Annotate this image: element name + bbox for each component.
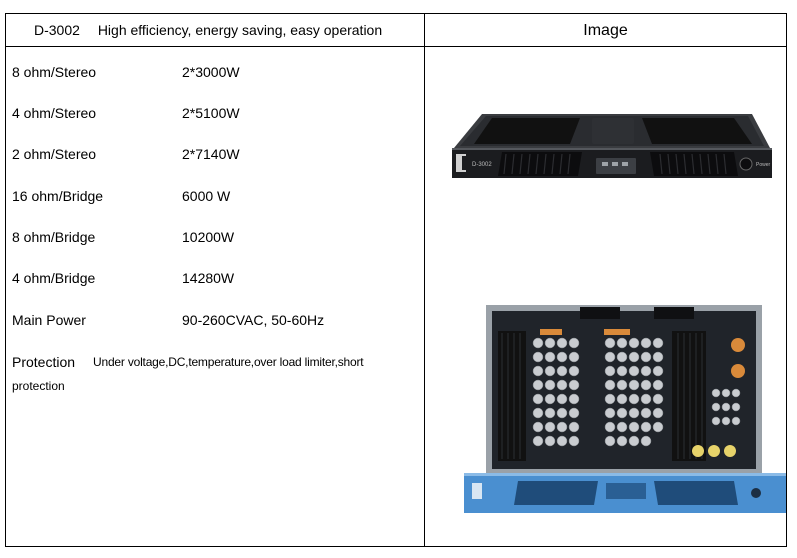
spec-value: 2*5100W [182,105,240,121]
spec-value: 14280W [182,270,235,286]
table-header-row: D-3002 High efficiency, energy saving, e… [6,14,786,47]
header-title: D-3002 High efficiency, energy saving, e… [34,22,382,38]
amplifier-front-image: D-3002 Power [452,114,772,178]
front-power-text: Power [756,162,771,168]
column-divider [424,14,425,546]
tagline: High efficiency, energy saving, easy ope… [97,22,383,38]
spec-label: 8 ohm/Bridge [12,229,96,245]
image-column-heading: Image [583,22,628,39]
spec-value: 10200W [182,229,235,245]
spec-label: 2 ohm/Stereo [12,146,97,162]
model-number: D-3002 [34,22,80,38]
spec-value: 90-260CVAC, 50-60Hz [182,312,325,328]
protection-text: Under voltage,DC,temperature,over load l… [93,355,364,369]
spec-label: 16 ohm/Bridge [12,188,104,204]
spec-value: 2*7140W [182,146,240,162]
spec-label: Main Power [12,312,86,328]
spec-value: 2*3000W [182,64,240,80]
spec-label: 4 ohm/Bridge [12,270,96,286]
protection-label: Protection [12,354,76,370]
spec-label: 8 ohm/Stereo [12,64,97,80]
spec-label: 4 ohm/Stereo [12,105,97,121]
amplifier-internal-image [464,305,786,513]
spec-value: 6000 W [182,188,231,204]
protection-text-continued: protection [12,379,65,393]
spec-table: D-3002 High efficiency, energy saving, e… [5,13,787,547]
front-model-text: D-3002 [472,162,492,168]
